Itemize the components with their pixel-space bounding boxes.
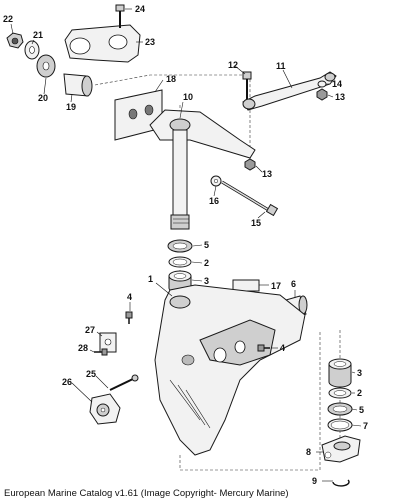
part-20-washer [36,54,56,78]
callout-8: 8 [306,447,311,457]
part-19-bushing [63,73,93,97]
callout-5-upper: 5 [204,240,209,250]
callout-17: 17 [271,281,281,291]
part-25-tilt-lock [109,374,139,391]
callout-13-lower: 13 [262,169,272,179]
callout-4-left: 4 [127,292,132,302]
callout-6: 6 [291,279,296,289]
callout-23: 23 [145,37,155,47]
callout-27: 27 [85,325,95,335]
part-5-seal-upper [167,239,193,253]
part-2-washer-upper [168,256,192,268]
part-17-decal [232,279,260,292]
part-24-bolt [115,4,125,28]
callout-3-upper: 3 [204,276,209,286]
callout-12: 12 [228,60,238,70]
callout-4-right: 4 [280,343,285,353]
callout-15: 15 [251,218,261,228]
callout-2-lower: 2 [357,388,362,398]
part-16-washer [210,175,222,187]
part-10-steering-arm [149,109,256,230]
part-27-bracket [99,332,117,353]
part-14-washer [317,80,327,88]
part-4-screw-left [125,311,133,324]
part-28-screw [94,348,108,356]
callout-10: 10 [183,92,193,102]
callout-1: 1 [148,274,153,284]
part-7-ring [327,418,353,432]
part-21-washer [24,40,40,60]
callout-3-lower: 3 [357,368,362,378]
part-11-link-arm [242,71,337,111]
callout-22: 22 [3,14,13,24]
part-12-bolt [242,71,252,100]
callout-9: 9 [312,476,317,486]
callout-7: 7 [363,421,368,431]
callout-18: 18 [166,74,176,84]
part-15-tie-bolt [221,180,279,217]
catalog-caption: European Marine Catalog v1.61 (Image Cop… [4,488,289,499]
part-9-snap-ring [332,479,350,487]
callout-13-upper: 13 [335,92,345,102]
part-13-nut-lower [244,158,256,171]
leader-lines [10,8,362,482]
part-1-swivel-bracket [154,284,306,456]
callout-11: 11 [276,61,286,71]
part-26-lock-assembly [89,393,121,425]
part-23-clamp [64,24,141,63]
part-22-nut [6,32,24,49]
callout-5-lower: 5 [359,405,364,415]
callout-28: 28 [78,343,88,353]
callout-2-upper: 2 [204,258,209,268]
callout-24: 24 [135,4,145,14]
callout-21: 21 [33,30,43,40]
part-3-bearing-lower [328,358,352,388]
callout-14: 14 [332,79,342,89]
part-13-nut-upper [316,88,328,101]
callout-26: 26 [62,377,72,387]
part-2-washer-lower [328,387,352,399]
part-8-lower-yoke [321,435,361,463]
part-4-screw-right [257,344,270,352]
callout-20: 20 [38,93,48,103]
callout-19: 19 [66,102,76,112]
callout-25: 25 [86,369,96,379]
callout-labels: 22 21 20 19 23 24 18 10 12 11 14 13 13 1… [3,4,368,486]
callout-16: 16 [209,196,219,206]
part-5-seal-lower [327,402,353,416]
